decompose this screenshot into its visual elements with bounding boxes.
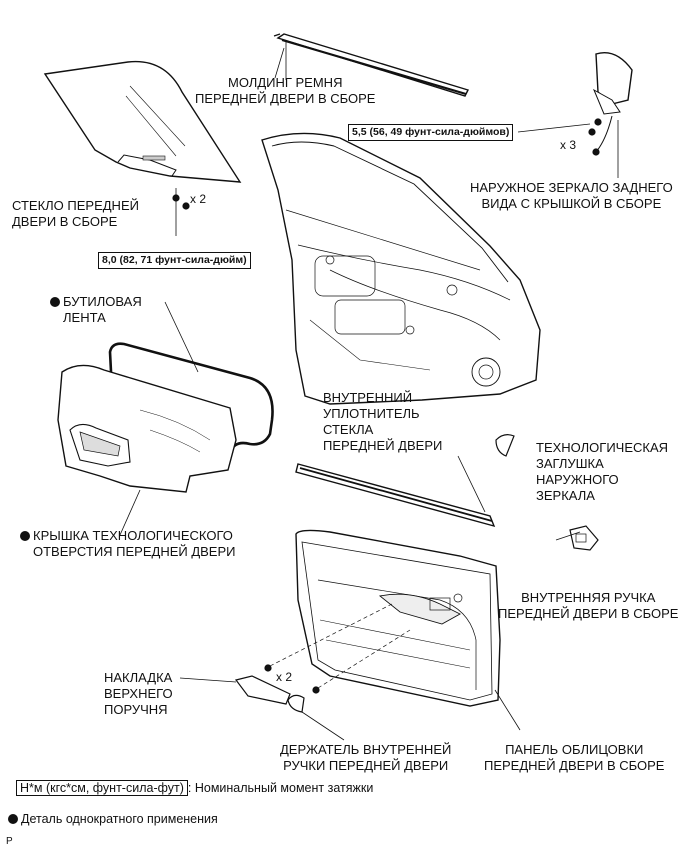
corner-mark: P	[6, 836, 13, 847]
nonreusable-dot-icon	[50, 297, 60, 307]
legend-torque-desc: : Номинальный момент затяжки	[187, 781, 374, 795]
nonreusable-dot-icon	[8, 814, 18, 824]
trim-board-part	[295, 529, 501, 707]
inner-weatherstrip-part	[295, 463, 496, 528]
label-butyl-tape: БУТИЛОВАЯ ЛЕНТА	[50, 294, 142, 326]
inside-handle-part	[569, 525, 599, 551]
mirror-bolt-icon	[588, 118, 602, 136]
mirror-hole-cover-part	[495, 434, 515, 457]
label-inside-handle: ВНУТРЕННЯЯ РУЧКА ПЕРЕДНЕЙ ДВЕРИ В СБОРЕ	[498, 590, 679, 621]
legend-torque-unit: Н*м (кгс*см, фунт-сила-фут)	[16, 780, 188, 796]
label-trim-board: ПАНЕЛЬ ОБЛИЦОВКИ ПЕРЕДНЕЙ ДВЕРИ В СБОРЕ	[484, 742, 665, 773]
nonreusable-dot-icon	[20, 531, 30, 541]
label-outer-mirror: НАРУЖНОЕ ЗЕРКАЛО ЗАДНЕГО ВИДА С КРЫШКОЙ …	[470, 180, 673, 211]
door-glass-part	[43, 60, 242, 183]
label-door-glass: СТЕКЛО ПЕРЕДНЕЙ ДВЕРИ В СБОРЕ	[12, 198, 139, 229]
qty-mirror-bolts: x 3	[560, 138, 577, 152]
service-hole-cover-part	[57, 364, 237, 493]
door-panel-part	[261, 132, 541, 405]
label-handle-bezel: ДЕРЖАТЕЛЬ ВНУТРЕННЕЙ РУЧКИ ПЕРЕДНЕЙ ДВЕР…	[280, 742, 452, 773]
glass-bolt-icon	[172, 188, 190, 236]
torque-glass: 8,0 (82, 71 фунт-сила-дюйм)	[98, 252, 251, 269]
label-belt-molding: МОЛДИНГ РЕМНЯ ПЕРЕДНЕЙ ДВЕРИ В СБОРЕ	[195, 75, 376, 106]
label-inner-weatherstrip: ВНУТРЕННИЙ УПЛОТНИТЕЛЬ СТЕКЛА ПЕРЕДНЕЙ Д…	[323, 390, 443, 453]
belt-molding-part	[273, 33, 469, 97]
handle-bezel-part	[287, 694, 305, 713]
legend-torque: Н*м (кгс*см, фунт-сила-фут): Номинальный…	[16, 780, 373, 796]
trim-screw-icon	[264, 664, 320, 694]
label-armrest-cover: НАКЛАДКА ВЕРХНЕГО ПОРУЧНЯ	[104, 670, 173, 717]
torque-mirror: 5,5 (56, 49 фунт-сила-дюймов)	[348, 124, 514, 141]
qty-trim-screws: x 2	[276, 670, 293, 684]
outer-mirror-part	[592, 52, 633, 156]
armrest-cover-part	[234, 675, 291, 705]
label-service-hole-cover: КРЫШКА ТЕХНОЛОГИЧЕСКОГО ОТВЕРСТИЯ ПЕРЕДН…	[20, 528, 236, 560]
qty-glass-bolts: x 2	[190, 192, 207, 206]
legend-nonreusable: Деталь однократного применения	[8, 812, 218, 826]
label-mirror-hole-cover: ТЕХНОЛОГИЧЕСКАЯ ЗАГЛУШКА НАРУЖНОГО ЗЕРКА…	[536, 440, 669, 503]
